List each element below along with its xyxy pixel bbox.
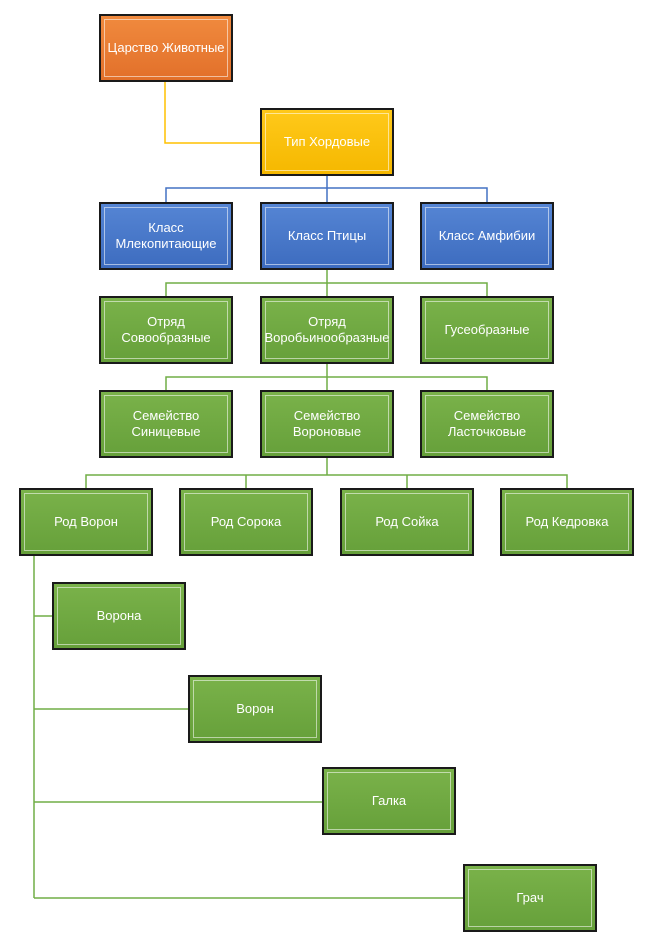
node-order-owls: Отряд Совообразные	[99, 296, 233, 364]
node-order-passerines: Отряд Воробьинообразные	[260, 296, 394, 364]
node-species-jackdaw: Галка	[322, 767, 456, 835]
node-genus-pica: Род Сорока	[179, 488, 313, 556]
node-class-birds: Класс Птицы	[260, 202, 394, 270]
node-species-rook: Грач	[463, 864, 597, 932]
node-species-crow: Ворона	[52, 582, 186, 650]
connector-phylum-classes	[165, 176, 488, 203]
node-family-tits: Семейство Синицевые	[99, 390, 233, 458]
connector-genus-species	[33, 556, 464, 899]
node-species-raven: Ворон	[188, 675, 322, 743]
node-family-corvids: Семейство Вороновые	[260, 390, 394, 458]
node-order-geese: Гусеобразные	[420, 296, 554, 364]
node-kingdom: Царство Животные	[99, 14, 233, 82]
connector-family-genera	[85, 458, 568, 489]
node-class-amphibians: Класс Амфибии	[420, 202, 554, 270]
connector-kingdom-phylum	[164, 82, 261, 144]
connector-class-orders	[165, 270, 488, 297]
node-family-swallows: Семейство Ласточковые	[420, 390, 554, 458]
node-genus-garrulus: Род Сойка	[340, 488, 474, 556]
connector-order-families	[165, 364, 488, 391]
node-genus-corvus: Род Ворон	[19, 488, 153, 556]
node-genus-nucifraga: Род Кедровка	[500, 488, 634, 556]
node-phylum: Тип Хордовые	[260, 108, 394, 176]
node-class-mammals: Класс Млекопитающие	[99, 202, 233, 270]
